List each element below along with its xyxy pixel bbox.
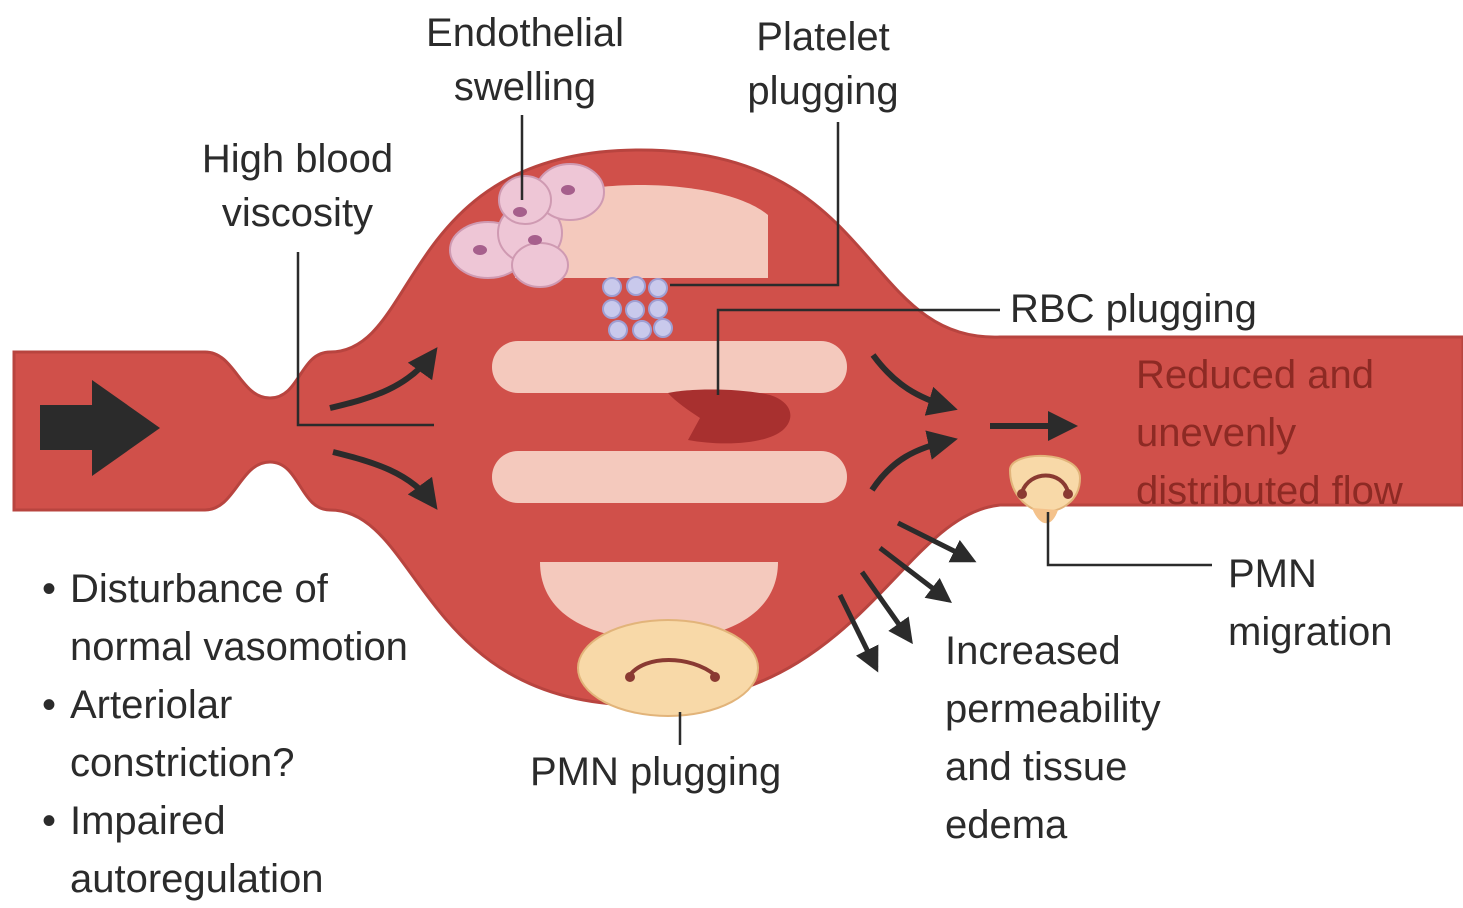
pmn-migration-label: PMN migration	[1228, 545, 1393, 661]
platelet-plugging-label: Platelet plugging	[708, 10, 938, 118]
endothelial-swelling-label: Endothelial swelling	[390, 6, 660, 114]
platelet-cluster	[603, 277, 672, 339]
pmn-migration-cell	[1010, 456, 1080, 523]
pmn-plugging-cell	[578, 620, 758, 716]
bullet-item: Impaired autoregulation	[40, 792, 408, 908]
pmn-plugging-label: PMN plugging	[530, 745, 781, 799]
reduced-flow-label: Reduced and unevenly distributed flow	[1136, 346, 1403, 520]
high-blood-viscosity-label: High blood viscosity	[170, 132, 425, 240]
bullet-item: Disturbance of normal vasomotion	[40, 560, 408, 676]
increased-permeability-label: Increased permeability and tissue edema	[945, 622, 1161, 854]
capillary-lumen-upper	[492, 341, 847, 393]
rbc-plugging-label: RBC plugging	[1010, 282, 1257, 336]
bullet-item: Arteriolar constriction?	[40, 676, 408, 792]
capillary-lumen-lower	[492, 451, 847, 503]
mechanism-bullet-list: Disturbance of normal vasomotion Arterio…	[40, 560, 408, 908]
